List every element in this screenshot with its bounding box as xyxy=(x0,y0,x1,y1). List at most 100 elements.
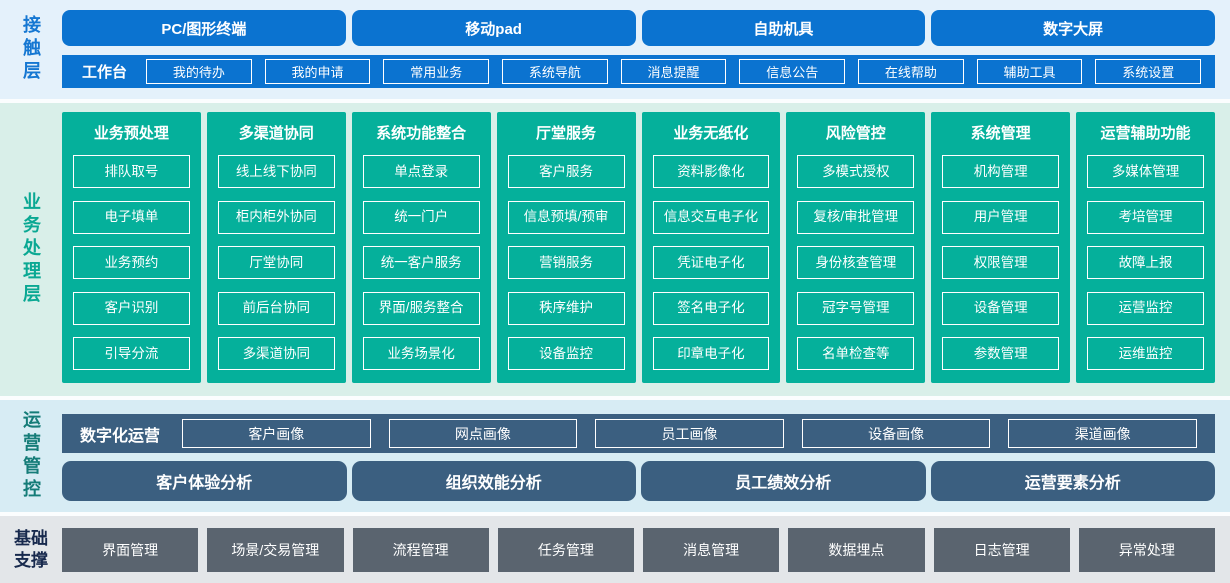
foundation-item-data-tracking: 数据埋点 xyxy=(788,527,925,572)
foundation-item-task-management: 任务管理 xyxy=(497,527,634,572)
feature-item: 多渠道协同 xyxy=(217,337,335,370)
feature-item: 用户管理 xyxy=(942,200,1060,234)
foundation-item-exception-handling: 异常处理 xyxy=(1078,527,1215,572)
column-business-preprocessing: 业务预处理 排队取号 电子填单 业务预约 客户识别 引导分流 xyxy=(62,112,201,383)
column-title: 多渠道协同 xyxy=(238,125,314,142)
feature-item: 设备监控 xyxy=(507,337,625,370)
digital-operations-label: 数字化运营 xyxy=(80,427,161,445)
column-items: 线上线下协同 柜内柜外协同 厅堂协同 前后台协同 多渠道协同 xyxy=(217,155,335,370)
business-layer-label: 业务处理层 xyxy=(21,192,41,307)
workbench-item-my-applications: 我的申请 xyxy=(264,59,371,84)
feature-item: 电子填单 xyxy=(73,200,190,234)
column-multichannel-collaboration: 多渠道协同 线上线下协同 柜内柜外协同 厅堂协同 前后台协同 多渠道协同 xyxy=(206,112,346,383)
workbench-item-message-alerts: 消息提醒 xyxy=(620,59,727,84)
workbench-item-my-todo: 我的待办 xyxy=(146,59,252,84)
terminal-self-service: 自助机具 xyxy=(641,10,926,46)
foundation-item-scene-transaction-management: 场景/交易管理 xyxy=(207,527,344,572)
feature-item: 单点登录 xyxy=(362,155,480,188)
feature-item: 故障上报 xyxy=(1087,246,1204,279)
foundation-support-label: 基础支撑 xyxy=(14,529,48,570)
foundation-support-rail: 基础支撑 xyxy=(0,516,62,583)
profile-item-branch: 网点画像 xyxy=(388,419,578,448)
operations-control-content: 数字化运营 客户画像 网点画像 员工画像 设备画像 渠道画像 客户体验分析 组织… xyxy=(62,400,1230,512)
analysis-customer-experience: 客户体验分析 xyxy=(62,461,347,501)
column-items: 客户服务 信息预填/预审 营销服务 秩序维护 设备监控 xyxy=(507,155,625,370)
workbench-item-auxiliary-tools: 辅助工具 xyxy=(976,59,1083,84)
feature-item: 统一客户服务 xyxy=(362,246,480,279)
foundation-item-log-management: 日志管理 xyxy=(933,527,1070,572)
feature-item: 引导分流 xyxy=(73,337,190,370)
feature-item: 排队取号 xyxy=(73,155,190,188)
foundation-item-process-management: 流程管理 xyxy=(352,527,489,572)
feature-item: 运营监控 xyxy=(1087,291,1204,325)
analysis-operation-elements: 运营要素分析 xyxy=(930,461,1215,501)
column-items: 多模式授权 复核/审批管理 身份核查管理 冠字号管理 名单检查等 xyxy=(797,155,915,370)
feature-item: 客户服务 xyxy=(507,155,625,188)
feature-item: 印章电子化 xyxy=(652,337,770,370)
workbench-item-system-settings: 系统设置 xyxy=(1095,59,1202,84)
column-items: 多媒体管理 考培管理 故障上报 运营监控 运维监控 xyxy=(1087,155,1204,370)
profile-item-customer: 客户画像 xyxy=(182,419,371,448)
column-title: 运营辅助功能 xyxy=(1100,125,1191,142)
column-items: 机构管理 用户管理 权限管理 设备管理 参数管理 xyxy=(942,155,1060,370)
feature-item: 信息交互电子化 xyxy=(652,200,770,234)
column-title: 系统功能整合 xyxy=(376,125,467,142)
profile-item-employee: 员工画像 xyxy=(595,419,784,448)
foundation-item-ui-management: 界面管理 xyxy=(62,527,199,572)
feature-item: 前后台协同 xyxy=(217,291,335,325)
analysis-row: 客户体验分析 组织效能分析 员工绩效分析 运营要素分析 xyxy=(62,461,1215,501)
column-title: 风险管控 xyxy=(825,125,886,142)
analysis-employee-performance: 员工绩效分析 xyxy=(641,461,926,501)
foundation-support-band: 基础支撑 界面管理 场景/交易管理 流程管理 任务管理 消息管理 数据埋点 日志… xyxy=(0,516,1230,583)
profile-item-channel: 渠道画像 xyxy=(1008,419,1197,448)
feature-item: 冠字号管理 xyxy=(797,291,915,325)
feature-item: 界面/服务整合 xyxy=(362,291,480,325)
terminal-digital-screen: 数字大屏 xyxy=(931,10,1215,46)
operations-control-band: 运营管控 数字化运营 客户画像 网点画像 员工画像 设备画像 渠道画像 客户体验… xyxy=(0,400,1230,512)
column-system-management: 系统管理 机构管理 用户管理 权限管理 设备管理 参数管理 xyxy=(931,112,1071,383)
contact-layer-label: 接触层 xyxy=(21,15,41,84)
contact-layer-content: PC/图形终端 移动pad 自助机具 数字大屏 工作台 我的待办 我的申请 常用… xyxy=(62,0,1230,99)
feature-item: 多媒体管理 xyxy=(1087,155,1204,188)
terminal-mobile-pad: 移动pad xyxy=(351,10,636,46)
contact-layer-band: 接触层 PC/图形终端 移动pad 自助机具 数字大屏 工作台 我的待办 我的申… xyxy=(0,0,1230,99)
analysis-organization-efficiency: 组织效能分析 xyxy=(351,461,636,501)
foundation-support-content: 界面管理 场景/交易管理 流程管理 任务管理 消息管理 数据埋点 日志管理 异常… xyxy=(62,516,1230,583)
business-layer-rail: 业务处理层 xyxy=(0,103,62,396)
feature-item: 凭证电子化 xyxy=(652,246,770,279)
feature-item: 线上线下协同 xyxy=(217,155,335,188)
profile-item-device: 设备画像 xyxy=(801,419,991,448)
contact-layer-rail: 接触层 xyxy=(0,0,62,99)
column-system-function-integration: 系统功能整合 单点登录 统一门户 统一客户服务 界面/服务整合 业务场景化 xyxy=(351,112,491,383)
feature-item: 参数管理 xyxy=(942,337,1060,370)
feature-item: 多模式授权 xyxy=(797,155,915,188)
column-items: 排队取号 电子填单 业务预约 客户识别 引导分流 xyxy=(73,155,190,370)
column-operation-auxiliary-functions: 运营辅助功能 多媒体管理 考培管理 故障上报 运营监控 运维监控 xyxy=(1076,112,1215,383)
column-title: 系统管理 xyxy=(970,125,1031,142)
foundation-item-message-management: 消息管理 xyxy=(643,527,780,572)
feature-item: 业务场景化 xyxy=(362,337,480,370)
feature-item: 设备管理 xyxy=(942,291,1060,325)
column-title: 业务预处理 xyxy=(93,125,169,142)
workbench-item-system-navigation: 系统导航 xyxy=(502,59,608,84)
column-title: 业务无纸化 xyxy=(673,125,749,142)
workbench-item-common-business: 常用业务 xyxy=(383,59,490,84)
feature-item: 统一门户 xyxy=(362,200,480,234)
feature-item: 资料影像化 xyxy=(652,155,770,188)
feature-item: 身份核查管理 xyxy=(797,246,915,279)
feature-item: 厅堂协同 xyxy=(217,246,335,279)
column-items: 单点登录 统一门户 统一客户服务 界面/服务整合 业务场景化 xyxy=(362,155,480,370)
terminal-row: PC/图形终端 移动pad 自助机具 数字大屏 xyxy=(62,10,1215,46)
column-risk-control: 风险管控 多模式授权 复核/审批管理 身份核查管理 冠字号管理 名单检查等 xyxy=(786,112,926,383)
feature-item: 秩序维护 xyxy=(507,291,625,325)
feature-item: 运维监控 xyxy=(1087,337,1204,370)
feature-item: 柜内柜外协同 xyxy=(217,200,335,234)
column-items: 资料影像化 信息交互电子化 凭证电子化 签名电子化 印章电子化 xyxy=(652,155,770,370)
feature-item: 营销服务 xyxy=(507,246,625,279)
workbench-item-online-help: 在线帮助 xyxy=(858,59,964,84)
workbench-label: 工作台 xyxy=(82,64,128,81)
feature-item: 考培管理 xyxy=(1087,200,1204,234)
business-layer-band: 业务处理层 业务预处理 排队取号 电子填单 业务预约 客户识别 引导分流 多渠道… xyxy=(0,103,1230,396)
workbench-bar: 工作台 我的待办 我的申请 常用业务 系统导航 消息提醒 信息公告 在线帮助 辅… xyxy=(62,55,1215,88)
